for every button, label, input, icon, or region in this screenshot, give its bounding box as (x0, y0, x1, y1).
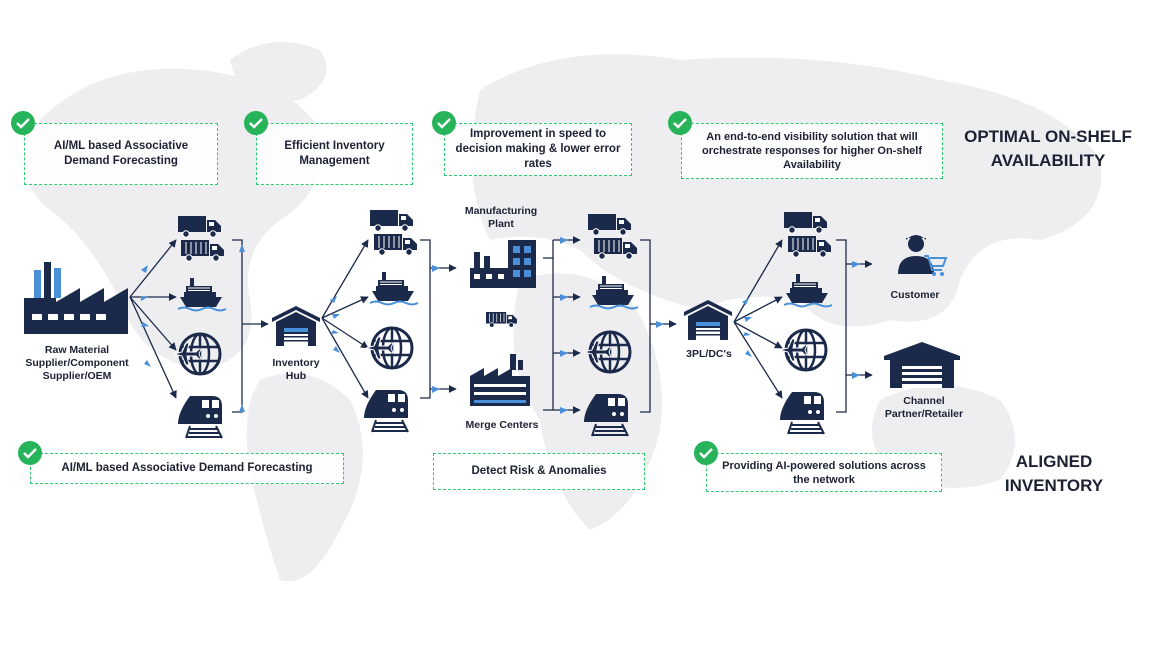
warehouse-icon (272, 306, 320, 346)
factory-icon (24, 262, 128, 334)
callout-decision-speed: Improvement in speed to decision making … (444, 123, 632, 176)
label-channel-partner: Channel Partner/Retailer (884, 395, 964, 420)
ship-icon (369, 271, 419, 306)
train-icon (779, 391, 825, 435)
train-icon (177, 395, 223, 439)
manufacturing-plant-icon (470, 240, 536, 288)
flow-arrowheads (141, 237, 860, 414)
truck-icon (485, 311, 518, 328)
label-inventory-hub: Inventory Hub (272, 357, 320, 382)
truck-icon (369, 209, 414, 232)
check-icon (244, 111, 268, 135)
air-globe-icon (364, 326, 414, 370)
check-icon (432, 111, 456, 135)
truck-icon (373, 233, 418, 256)
callout-ai-solutions: Providing AI-powered solutions across th… (706, 453, 942, 492)
check-icon (18, 441, 42, 465)
callout-demand-forecasting-bottom: AI/ML based Associative Demand Forecasti… (30, 453, 344, 484)
check-icon (668, 111, 692, 135)
train-icon (363, 389, 409, 433)
label-3pl-dc: 3PL/DC's (686, 348, 732, 360)
retail-store-icon (884, 342, 960, 388)
label-manufacturing-plant: Manufacturing Plant (464, 205, 538, 230)
merge-center-icon (470, 354, 530, 406)
check-icon (694, 441, 718, 465)
callout-demand-forecasting-top: AI/ML based Associative Demand Forecasti… (24, 123, 218, 185)
callout-end-to-end-visibility: An end-to-end visibility solution that w… (681, 123, 943, 179)
connector-lines (129, 236, 873, 414)
benefit-aligned-inventory: ALIGNED INVENTORY (1004, 452, 1104, 495)
callout-inventory-management: Efficient Inventory Management (256, 123, 413, 185)
air-globe-icon (778, 328, 828, 372)
callout-detect-risk: Detect Risk & Anomalies (433, 453, 645, 490)
benefit-optimal-on-shelf: OPTIMAL ON-SHELF AVAILABILITY (964, 127, 1132, 170)
check-icon (11, 111, 35, 135)
label-raw-material: Raw Material Supplier/Component Supplier… (25, 344, 129, 382)
label-merge-centers: Merge Centers (465, 419, 539, 431)
label-customer: Customer (890, 289, 940, 301)
customer-icon (898, 235, 948, 276)
